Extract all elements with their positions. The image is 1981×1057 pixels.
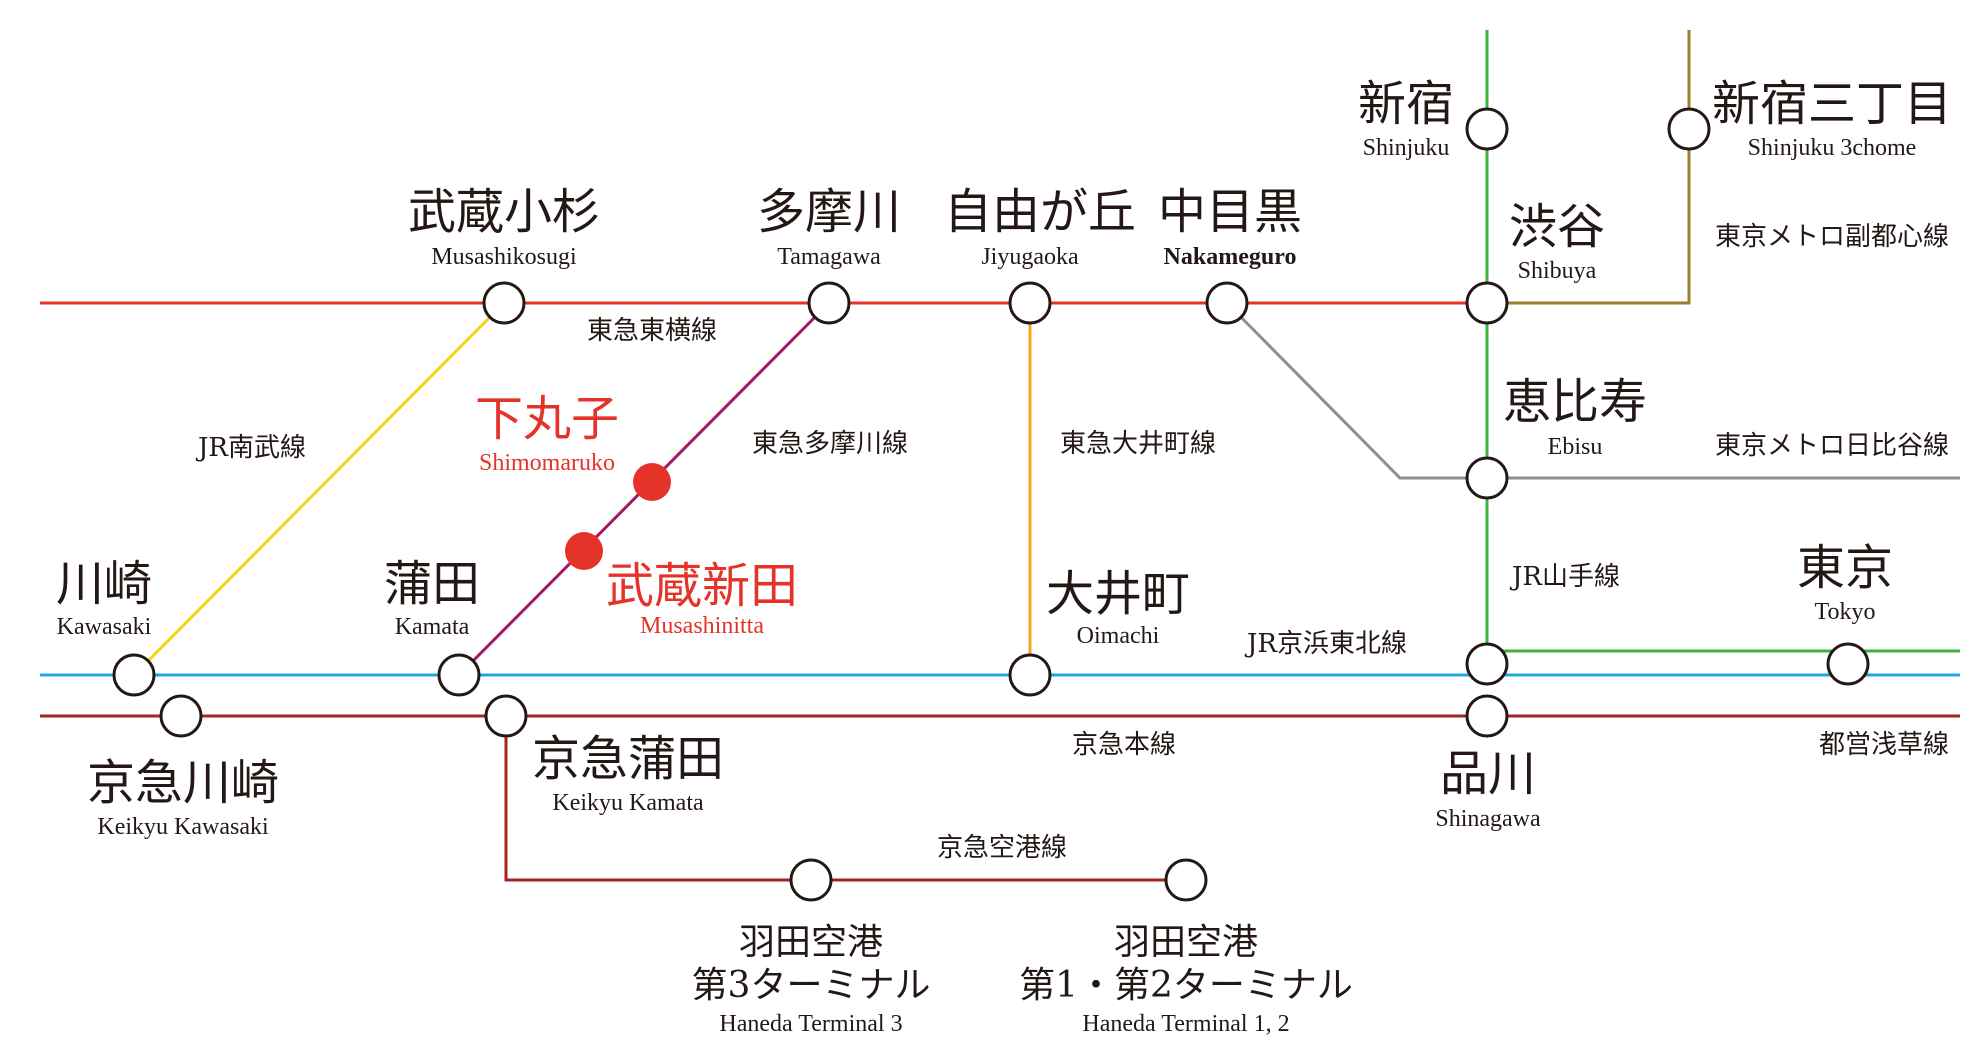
line-label-oimachi: 東急大井町線 xyxy=(1060,429,1216,459)
station-marker-kamata[interactable] xyxy=(437,653,481,697)
line-label-tamagawa: 東急多摩川線 xyxy=(752,429,908,459)
station-name-jp: 品川 xyxy=(1440,746,1536,802)
station-name-en: Kawasaki xyxy=(57,614,152,640)
station-name-jp-highlight: 武蔵新田 xyxy=(606,558,798,614)
station-name-en: Nakameguro xyxy=(1164,244,1297,270)
station-marker-oimachi[interactable] xyxy=(1008,653,1052,697)
station-marker-shinagawa-jr[interactable] xyxy=(1465,642,1509,686)
station-name-jp-highlight: 下丸子 xyxy=(475,391,619,447)
station-marker-shinjuku[interactable] xyxy=(1465,107,1509,151)
station-name-jp: 自由が丘 xyxy=(944,184,1136,240)
station-name-jp: 蒲田 xyxy=(384,556,480,612)
station-name-en: Shinjuku xyxy=(1363,135,1450,161)
keikyu-airport-line xyxy=(504,716,1186,882)
line-label-yamanote: JR山手線 xyxy=(1509,562,1620,592)
station-labels: 武蔵小杉 Musashikosugi 多摩川 Tamagawa 自由が丘 Jiy… xyxy=(56,76,1952,1037)
station-name-en: Haneda Terminal 3 xyxy=(719,1011,902,1037)
station-name-jp: 新宿三丁目 xyxy=(1712,76,1952,132)
station-name-en: Tokyo xyxy=(1815,599,1876,625)
station-name-en: Shinjuku 3chome xyxy=(1748,135,1917,161)
station-marker-shinjuku3[interactable] xyxy=(1667,107,1711,151)
line-label-keihin-tohoku: JR京浜東北線 xyxy=(1244,629,1407,659)
station-name-jp: 渋谷 xyxy=(1509,199,1605,255)
line-label-fukutoshin: 東京メトロ副都心線 xyxy=(1715,222,1949,252)
station-marker-musashikosugi[interactable] xyxy=(482,281,526,325)
line-label-keikyu-airport: 京急空港線 xyxy=(937,833,1067,863)
station-name-en: Musashikosugi xyxy=(431,244,577,270)
station-name-en: Shibuya xyxy=(1518,258,1597,284)
station-name-jp: 中目黒 xyxy=(1158,184,1302,240)
station-name-jp: 京急川崎 xyxy=(87,755,279,811)
station-name-jp: 新宿 xyxy=(1358,76,1454,132)
station-marker-kawasaki[interactable] xyxy=(112,653,156,697)
line-label-toyoko: 東急東横線 xyxy=(587,316,717,346)
station-name-en-highlight: Musashinitta xyxy=(640,613,764,639)
station-marker-haneda12[interactable] xyxy=(1164,858,1208,902)
station-name-jp: 多摩川 xyxy=(757,184,901,240)
line-labels: 東急東横線 JR南武線 東急多摩川線 東急大井町線 東京メトロ副都心線 東京メト… xyxy=(195,222,1949,863)
station-name-en: Ebisu xyxy=(1548,434,1603,460)
station-marker-haneda3[interactable] xyxy=(789,858,833,902)
station-name-en: Shinagawa xyxy=(1435,806,1541,832)
station-marker-jiyugaoka[interactable] xyxy=(1008,281,1052,325)
station-name-jp: 羽田空港 xyxy=(1114,922,1258,963)
line-label-nambu: JR南武線 xyxy=(195,433,306,463)
station-marker-nakameguro[interactable] xyxy=(1205,281,1249,325)
station-name-jp: 川崎 xyxy=(56,556,152,612)
station-marker-ebisu[interactable] xyxy=(1465,456,1509,500)
line-label-hibiya: 東京メトロ日比谷線 xyxy=(1715,431,1949,461)
station-name-jp: 東京 xyxy=(1797,540,1893,596)
station-name-jp: 京急蒲田 xyxy=(532,731,724,787)
station-name-jp-line2: 第1・第2ターミナル xyxy=(1019,965,1353,1006)
station-name-en: Keikyu Kamata xyxy=(552,790,704,816)
station-marker-tokyo[interactable] xyxy=(1826,642,1870,686)
station-name-en: Keikyu Kawasaki xyxy=(97,814,269,840)
nambu-line xyxy=(132,301,506,677)
station-name-en: Tamagawa xyxy=(777,244,881,270)
station-name-en: Kamata xyxy=(395,614,470,640)
station-marker-shinagawa-keikyu[interactable] xyxy=(1465,694,1509,738)
station-marker-keikyu-kawasaki[interactable] xyxy=(159,694,203,738)
route-lines xyxy=(40,30,1960,882)
line-label-keikyu-main: 京急本線 xyxy=(1072,730,1176,760)
station-name-jp: 恵比寿 xyxy=(1503,374,1647,430)
station-marker-keikyu-kamata[interactable] xyxy=(484,694,528,738)
station-marker-shibuya[interactable] xyxy=(1465,281,1509,325)
station-name-en: Haneda Terminal 1, 2 xyxy=(1082,1011,1289,1037)
station-marker-tamagawa[interactable] xyxy=(807,281,851,325)
station-markers xyxy=(112,107,1870,902)
hibiya-line xyxy=(1225,301,1960,480)
station-marker-shimomaruko[interactable] xyxy=(633,463,671,501)
station-name-jp-line2: 第3ターミナル xyxy=(692,965,931,1006)
station-name-en: Jiyugaoka xyxy=(981,244,1079,270)
station-marker-musashinitta[interactable] xyxy=(565,532,603,570)
station-name-jp: 武蔵小杉 xyxy=(408,184,600,240)
station-name-jp: 羽田空港 xyxy=(739,922,883,963)
station-name-en-highlight: Shimomaruko xyxy=(479,450,615,476)
station-name-jp: 大井町 xyxy=(1046,566,1190,622)
line-label-asakusa: 都営浅草線 xyxy=(1819,730,1949,760)
station-name-en: Oimachi xyxy=(1077,623,1160,649)
